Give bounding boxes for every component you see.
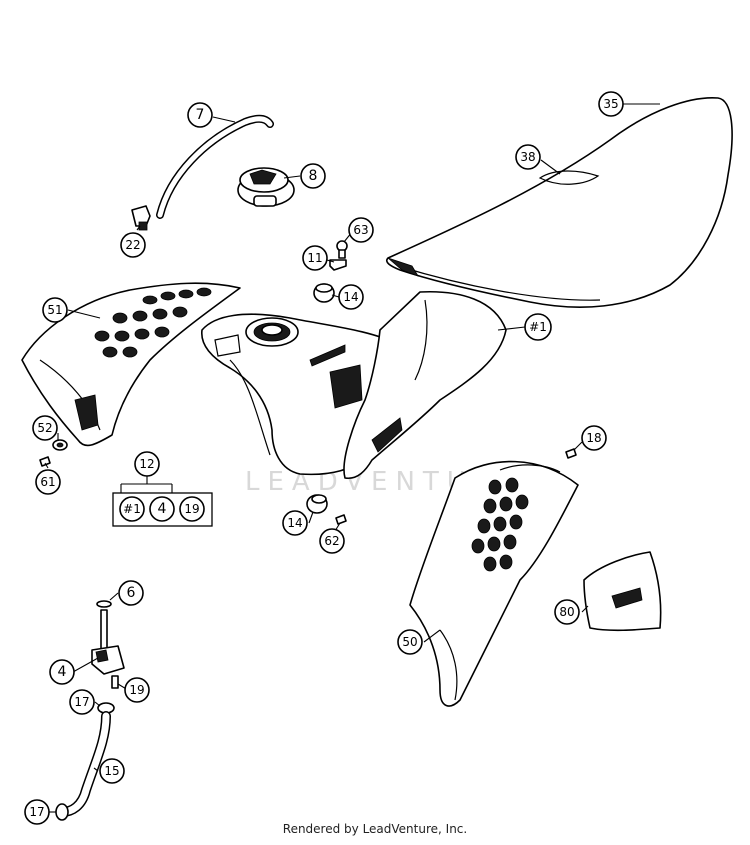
callout-14-lower: 14 xyxy=(282,510,308,536)
hose-clamp-lower xyxy=(55,803,69,821)
footer-credit: Rendered by LeadVenture, Inc. xyxy=(282,822,468,836)
side-panel xyxy=(409,460,579,707)
callout-18: 18 xyxy=(581,425,607,451)
svg-text:35: 35 xyxy=(603,97,618,111)
callout-1-spoiler: #1 xyxy=(524,313,552,341)
leader-lines xyxy=(44,103,660,813)
svg-text:80: 80 xyxy=(559,605,574,619)
callout-8: 8 xyxy=(300,163,326,189)
callout-63: 63 xyxy=(348,217,374,243)
fuel-tap xyxy=(91,600,125,689)
kit-item-19: 19 xyxy=(179,496,205,522)
callout-50: 50 xyxy=(397,629,423,655)
svg-text:#1: #1 xyxy=(123,502,141,516)
svg-text:7: 7 xyxy=(196,107,205,123)
callout-80: 80 xyxy=(554,599,580,625)
callout-61: 61 xyxy=(35,469,61,495)
callout-51: 51 xyxy=(42,297,68,323)
svg-text:6: 6 xyxy=(127,585,136,601)
washer-and-screw-left xyxy=(39,439,68,467)
svg-text:22: 22 xyxy=(125,238,140,252)
fuel-line xyxy=(57,711,111,817)
svg-text:14: 14 xyxy=(287,516,302,530)
callout-22: 22 xyxy=(120,232,146,258)
callout-17-upper: 17 xyxy=(69,689,95,715)
callout-14-top: 14 xyxy=(338,284,364,310)
tank-spoiler-left xyxy=(21,282,241,447)
fuel-cap xyxy=(237,167,295,207)
callout-52: 52 xyxy=(32,415,58,441)
svg-text:17: 17 xyxy=(74,695,89,709)
svg-text:#1: #1 xyxy=(529,320,547,334)
rubber-bushing-lower xyxy=(306,494,347,525)
svg-text:19: 19 xyxy=(184,502,199,516)
svg-text:19: 19 xyxy=(129,683,144,697)
side-panel-vent-holes xyxy=(471,477,529,572)
svg-text:11: 11 xyxy=(307,251,322,265)
svg-text:4: 4 xyxy=(58,664,67,680)
callout-4: 4 xyxy=(49,659,75,685)
callout-11: 11 xyxy=(302,245,328,271)
callout-7: 7 xyxy=(187,102,213,128)
svg-text:62: 62 xyxy=(324,534,339,548)
callout-35: 35 xyxy=(598,91,624,117)
svg-text:51: 51 xyxy=(47,303,62,317)
svg-text:14: 14 xyxy=(343,290,358,304)
callout-15: 15 xyxy=(99,758,125,784)
fuel-hose xyxy=(156,114,274,219)
svg-text:8: 8 xyxy=(309,168,318,184)
svg-text:17: 17 xyxy=(29,805,44,819)
svg-text:38: 38 xyxy=(520,150,535,164)
callout-12: 12 xyxy=(134,451,160,477)
rubber-bushing-top xyxy=(313,283,335,303)
svg-text:52: 52 xyxy=(37,421,52,435)
screw-and-bushing xyxy=(329,240,348,271)
svg-text:63: 63 xyxy=(353,223,368,237)
tank-spoiler-right xyxy=(343,290,507,480)
seat xyxy=(385,97,733,308)
callout-17-lower: 17 xyxy=(24,799,50,825)
svg-text:61: 61 xyxy=(40,475,55,489)
screw-side-panel xyxy=(565,448,577,459)
callout-62: 62 xyxy=(319,528,345,554)
kit-item-4: 4 xyxy=(149,496,175,522)
svg-text:12: 12 xyxy=(139,457,154,471)
kit-item-1: #1 xyxy=(119,496,145,522)
callout-6: 6 xyxy=(118,580,144,606)
svg-text:18: 18 xyxy=(586,431,601,445)
logo-decal xyxy=(583,551,662,632)
callout-38: 38 xyxy=(515,144,541,170)
hose-elbow xyxy=(131,205,151,231)
callout-19: 19 xyxy=(124,677,150,703)
svg-text:15: 15 xyxy=(104,764,119,778)
svg-text:4: 4 xyxy=(158,501,167,517)
spoiler-vent-holes xyxy=(94,287,212,358)
svg-text:50: 50 xyxy=(402,635,417,649)
